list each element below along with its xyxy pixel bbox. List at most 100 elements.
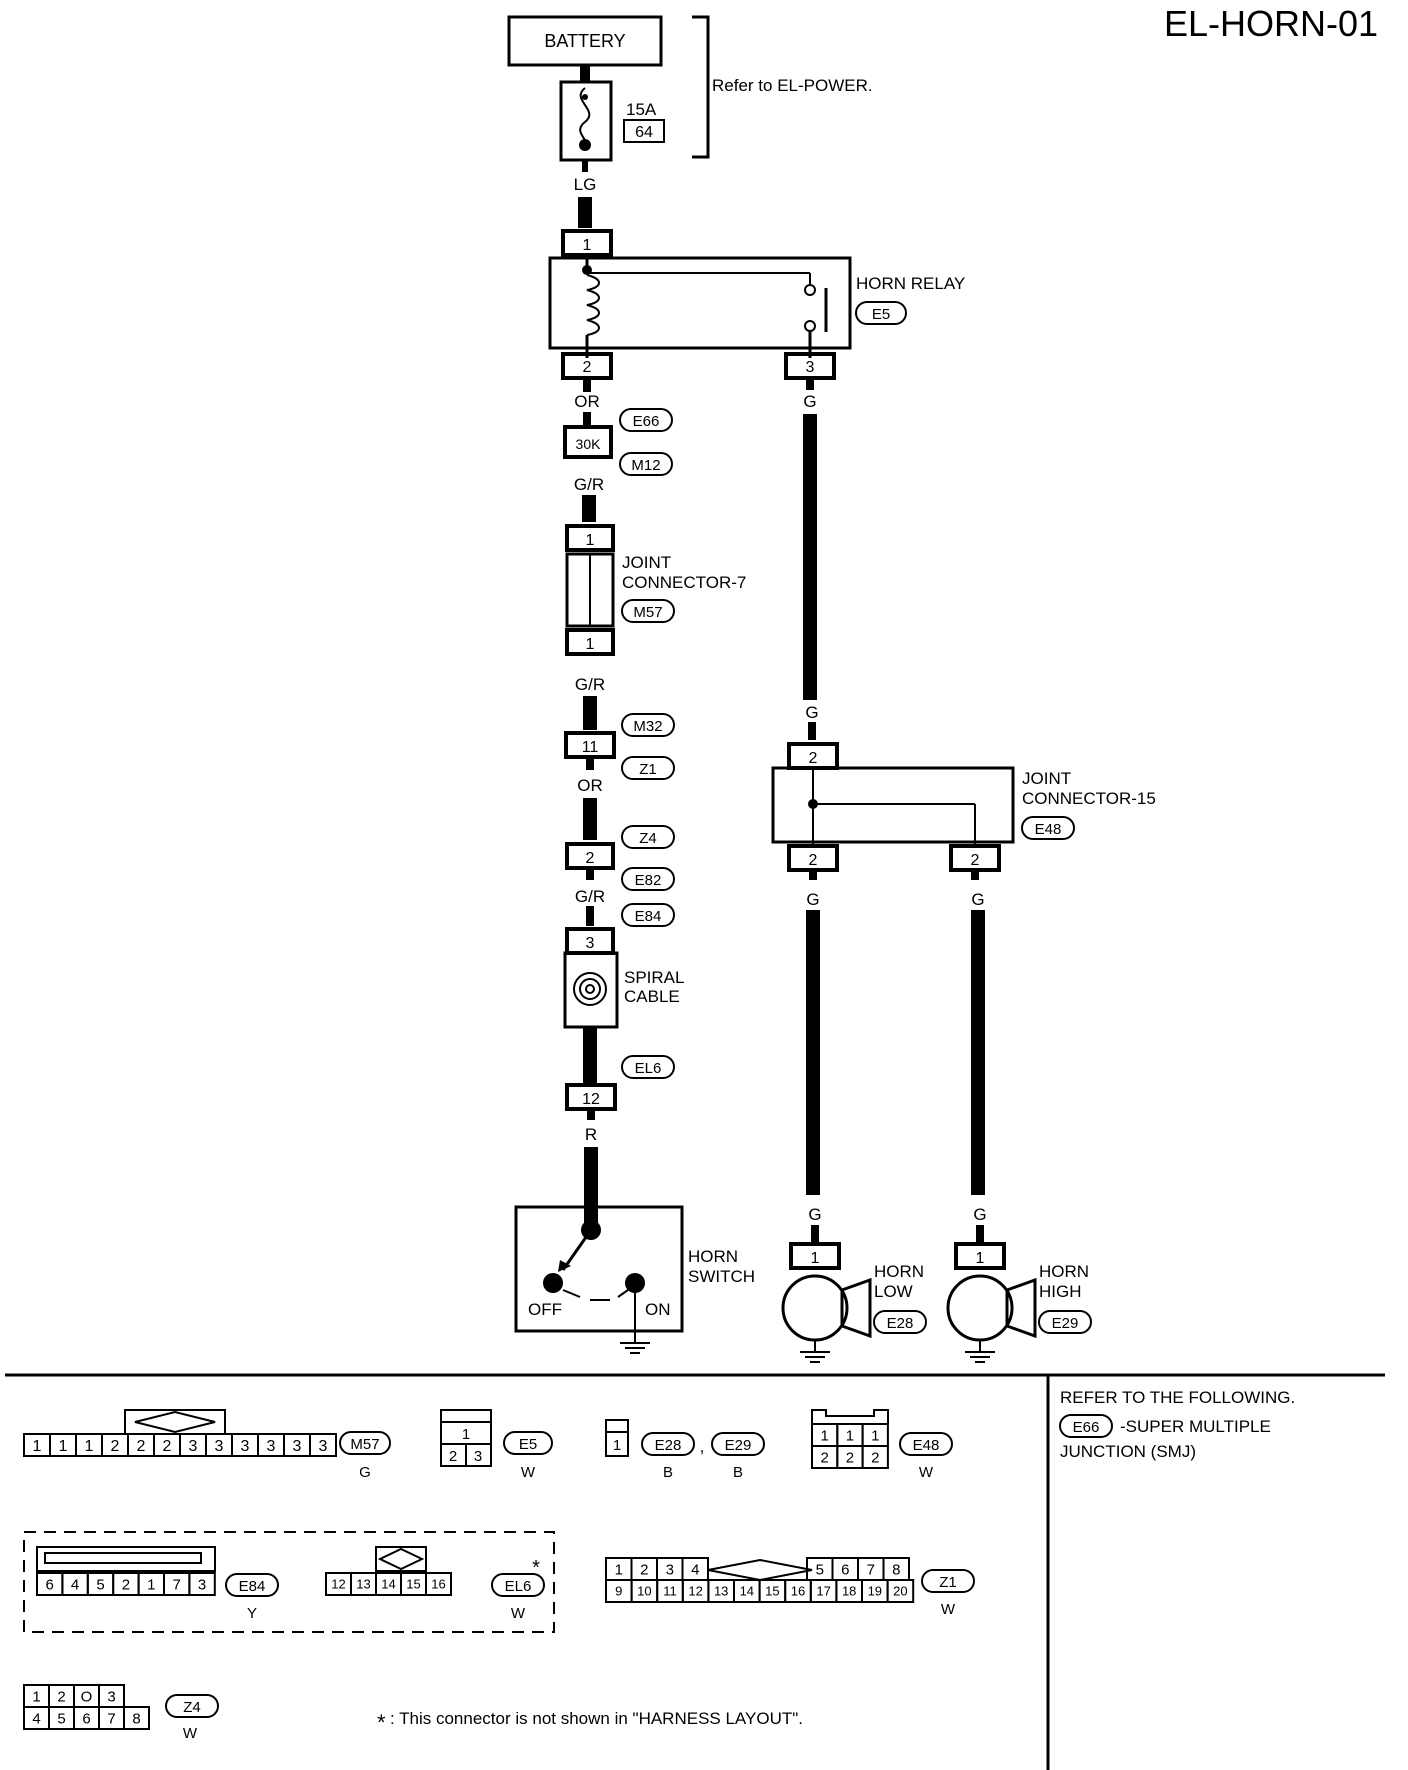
svg-text:Z1: Z1 xyxy=(939,1574,957,1591)
pin-cell: 2 xyxy=(846,1449,854,1466)
svg-text:W: W xyxy=(511,1605,526,1622)
pin-cell: 8 xyxy=(892,1561,900,1578)
svg-text:OFF: OFF xyxy=(528,1300,562,1319)
svg-text:1: 1 xyxy=(586,532,595,549)
horn-switch: OFF ON HORN SWITCH xyxy=(514,1205,755,1333)
svg-text:1: 1 xyxy=(613,1437,621,1454)
wire-r: R xyxy=(585,1125,597,1144)
svg-text:15A: 15A xyxy=(626,100,657,119)
joint-connector-15: 2 2 2 JOINT CONNECTOR-15 E48 xyxy=(771,742,1156,872)
svg-text:CABLE: CABLE xyxy=(624,987,680,1006)
svg-text:E28: E28 xyxy=(655,1437,682,1454)
spiral-cable: E84 3 SPIRAL CABLE xyxy=(563,903,684,1029)
pin-cell: 9 xyxy=(615,1584,622,1599)
pin-cell: 11 xyxy=(663,1584,677,1599)
svg-text:3: 3 xyxy=(806,359,815,376)
svg-text:2: 2 xyxy=(809,750,818,767)
svg-text:M12: M12 xyxy=(631,457,660,474)
svg-text:SPIRAL: SPIRAL xyxy=(624,968,684,987)
wire-g-6: G xyxy=(973,1205,986,1224)
connector-el6: EL6 12 xyxy=(565,1055,675,1111)
svg-text:Y: Y xyxy=(247,1605,257,1622)
svg-text:REFER TO THE FOLLOWING.: REFER TO THE FOLLOWING. xyxy=(1060,1388,1295,1407)
wire-gr-3: G/R xyxy=(575,887,605,906)
pin-cell: 15 xyxy=(765,1584,779,1599)
pin-cell: 4 xyxy=(71,1576,79,1593)
svg-text:W: W xyxy=(521,1464,536,1481)
svg-text:3: 3 xyxy=(586,935,595,952)
pin-cell: 3 xyxy=(319,1438,328,1455)
fuse-64: 15A 64 xyxy=(559,80,665,162)
pin-cell: 2 xyxy=(640,1561,648,1578)
power-bracket xyxy=(692,15,710,159)
pin-cell: 14 xyxy=(381,1577,395,1592)
svg-text:E28: E28 xyxy=(887,1315,914,1332)
svg-text:B: B xyxy=(663,1464,673,1481)
pin-cell: 1 xyxy=(33,1438,42,1455)
svg-text:1: 1 xyxy=(586,636,595,653)
pin-cell: 3 xyxy=(107,1688,115,1705)
refer-box: REFER TO THE FOLLOWING. E66 -SUPER MULTI… xyxy=(1059,1388,1295,1461)
pin-cell: 1 xyxy=(615,1561,623,1578)
svg-text:2: 2 xyxy=(583,359,592,376)
wire-or-1: OR xyxy=(574,392,600,411)
svg-text:2: 2 xyxy=(586,850,595,867)
svg-text:G: G xyxy=(359,1464,371,1481)
svg-text:,: , xyxy=(700,1437,705,1456)
wire-g-2: G xyxy=(805,703,818,722)
wire-g-3: G xyxy=(806,890,819,909)
wire-g-5: G xyxy=(808,1205,821,1224)
pin-cell: 1 xyxy=(846,1427,854,1444)
svg-text:1: 1 xyxy=(811,1250,820,1267)
pin-cell: 7 xyxy=(107,1710,115,1727)
pin-cell: 2 xyxy=(57,1688,65,1705)
pin-cell: 1 xyxy=(147,1576,155,1593)
svg-text:-SUPER MULTIPLE: -SUPER MULTIPLE xyxy=(1120,1417,1271,1436)
svg-text:1: 1 xyxy=(583,237,592,254)
svg-text:E48: E48 xyxy=(1035,821,1062,838)
svg-text:64: 64 xyxy=(635,124,653,141)
pin-cell: 4 xyxy=(691,1561,699,1578)
pin-cell: 6 xyxy=(46,1576,54,1593)
svg-text:ON: ON xyxy=(645,1300,671,1319)
pin-cell: 16 xyxy=(791,1584,805,1599)
pin-cell: 14 xyxy=(740,1584,754,1599)
wire-gr-1: G/R xyxy=(574,475,604,494)
svg-text:11: 11 xyxy=(582,739,599,756)
svg-text:E5: E5 xyxy=(872,306,890,323)
svg-text:E66: E66 xyxy=(633,413,660,430)
svg-text:E84: E84 xyxy=(635,908,662,925)
svg-text:E29: E29 xyxy=(1052,1315,1079,1332)
pin-cell: 2 xyxy=(820,1449,828,1466)
pin-cell: 13 xyxy=(356,1577,370,1592)
svg-text:JOINT: JOINT xyxy=(1022,769,1071,788)
svg-text:W: W xyxy=(183,1725,198,1742)
svg-text:LOW: LOW xyxy=(874,1282,913,1301)
connector-face-e28-e29: 1 E28 B , E29 B xyxy=(605,1419,765,1481)
pin-cell: 3 xyxy=(293,1438,302,1455)
svg-text:Z4: Z4 xyxy=(639,830,657,847)
svg-text:HORN: HORN xyxy=(688,1247,738,1266)
pin-cell: 15 xyxy=(406,1577,420,1592)
svg-text:HORN: HORN xyxy=(1039,1262,1089,1281)
svg-text:1: 1 xyxy=(976,1250,985,1267)
pin-cell: 7 xyxy=(173,1576,181,1593)
svg-text:EL6: EL6 xyxy=(505,1578,532,1595)
pin-cell: 2 xyxy=(163,1438,172,1455)
pin-cell: 5 xyxy=(96,1576,104,1593)
pin-cell: 2 xyxy=(111,1438,120,1455)
svg-text:E5: E5 xyxy=(519,1436,537,1453)
not-in-harness-layout-group xyxy=(23,1531,555,1633)
horn-low: 1 HORN LOW E28 xyxy=(781,1225,927,1363)
svg-text:E48: E48 xyxy=(913,1437,940,1454)
wire-lg: LG xyxy=(574,175,597,194)
pin-cell: 3 xyxy=(189,1438,198,1455)
pin-cell: 1 xyxy=(85,1438,94,1455)
page-title: EL-HORN-01 xyxy=(1164,3,1378,44)
pin-cell: 6 xyxy=(82,1710,90,1727)
connector-face-e5: 1 2 3 E5 W xyxy=(440,1409,553,1481)
svg-text:M57: M57 xyxy=(633,604,662,621)
svg-text:JUNCTION (SMJ): JUNCTION (SMJ) xyxy=(1060,1442,1196,1461)
